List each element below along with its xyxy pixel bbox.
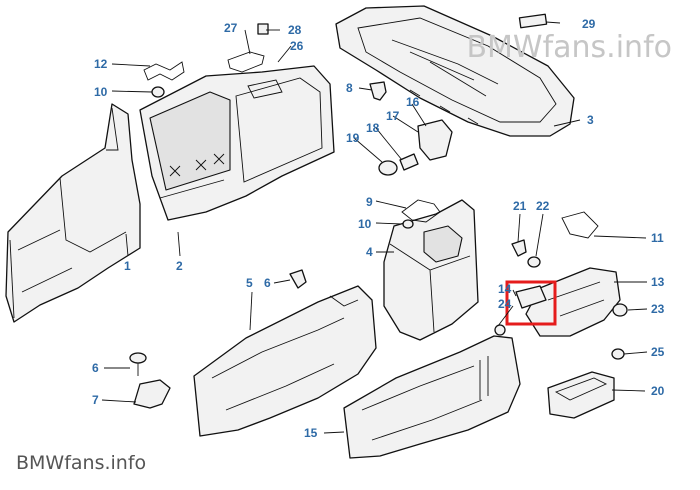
part-2-trunk-wall-trim — [139, 65, 335, 221]
part-15-right-lower-trim — [343, 335, 521, 459]
part-6-clip — [289, 269, 307, 289]
part-9-bracket — [401, 199, 441, 223]
part-10-nut — [402, 219, 414, 229]
callout-23: 23 — [651, 302, 665, 316]
callout-19: 19 — [346, 131, 360, 145]
highlight-box — [505, 280, 557, 326]
callout-15: 15 — [304, 426, 318, 440]
callout-13: 13 — [651, 275, 665, 289]
part-12-bracket — [143, 61, 185, 81]
part-4-wheel-arch-housing — [383, 199, 479, 341]
part-7-strap — [133, 379, 171, 409]
callout-16: 16 — [406, 95, 420, 109]
callout-10: 10 — [94, 85, 108, 99]
watermark-bottom: BMWfans.info — [16, 452, 147, 474]
part-11-bracket — [561, 211, 599, 239]
part-1-left-trim-panel — [5, 103, 141, 323]
callout-6: 6 — [264, 276, 271, 290]
part-8-clip — [369, 81, 387, 101]
part-28-nut — [257, 23, 269, 35]
part-27-bracket — [227, 51, 265, 73]
callout-11: 11 — [651, 231, 664, 245]
callout-7: 7 — [92, 393, 99, 407]
callout-2: 2 — [176, 259, 183, 273]
callout-8: 8 — [346, 81, 353, 95]
callout-labels: 12 10 27 28 26 29 3 8 16 17 18 19 9 10 4… — [92, 17, 665, 440]
part-22-washer — [527, 256, 541, 268]
callout-6-lower: 6 — [92, 361, 99, 375]
callout-3: 3 — [587, 113, 594, 127]
part-20-storage-tray — [547, 371, 615, 419]
callout-22: 22 — [536, 199, 550, 213]
part-18-screw — [399, 153, 419, 171]
callout-12: 12 — [94, 57, 108, 71]
callout-27: 27 — [224, 21, 238, 35]
part-3-trunk-lid-trim — [335, 5, 575, 137]
callout-24: 24 — [498, 297, 512, 311]
callout-5: 5 — [246, 276, 253, 290]
callout-10-right: 10 — [358, 217, 372, 231]
part-16-17-latch-bracket — [417, 119, 453, 161]
part-24-nut — [494, 324, 506, 336]
part-25-nut — [611, 348, 625, 360]
part-5-left-lower-trim — [193, 285, 377, 437]
callout-1: 1 — [124, 259, 131, 273]
leader-lines — [101, 21, 648, 434]
callout-14: 14 — [498, 282, 512, 296]
callout-21: 21 — [513, 199, 527, 213]
part-29-clip — [518, 13, 548, 29]
callout-18: 18 — [366, 121, 380, 135]
callout-28: 28 — [288, 23, 302, 37]
callout-9: 9 — [366, 195, 373, 209]
part-14-latch-plate — [515, 285, 547, 309]
part-10-grommet — [151, 86, 165, 98]
callout-26: 26 — [290, 39, 304, 53]
callout-29: 29 — [582, 17, 596, 31]
watermark-top: BMWfans.info — [466, 30, 672, 65]
part-6-push-pin — [129, 352, 147, 376]
callout-4: 4 — [366, 245, 373, 259]
part-23-cap — [612, 303, 628, 317]
callout-20: 20 — [651, 384, 665, 398]
part-21-clip — [511, 239, 527, 257]
part-19-cap — [378, 160, 398, 176]
callout-17: 17 — [386, 109, 400, 123]
callout-25: 25 — [651, 345, 665, 359]
part-13-trim-bracket — [525, 267, 621, 337]
